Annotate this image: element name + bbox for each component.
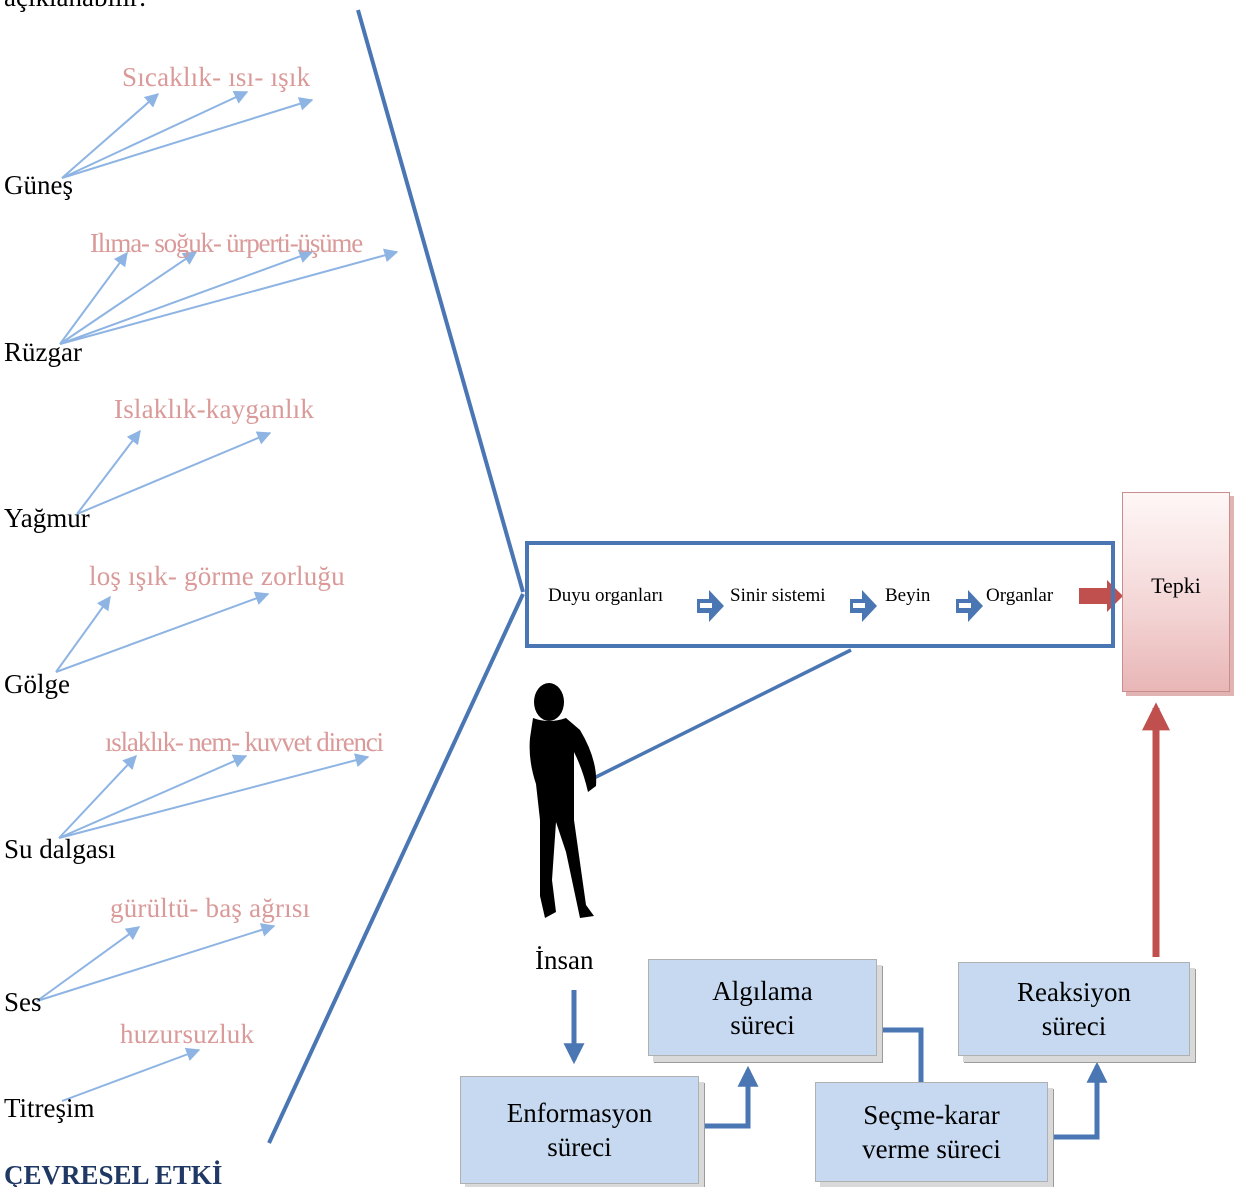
- ruzgar-arrow: [59, 251, 198, 345]
- source-label-golge: Gölge: [4, 669, 70, 699]
- source-label-titresim: Titreşim: [4, 1093, 95, 1123]
- enformasyon-process-box: Enformasyon süreci: [460, 1076, 699, 1184]
- enformasyon-line-2: süreci: [547, 1132, 612, 1162]
- human-label: İnsan: [535, 945, 594, 975]
- ruzgar-arrow: [59, 249, 314, 345]
- source-label-ses: Ses: [4, 987, 42, 1017]
- chain-label-organlar: Organlar: [986, 585, 1054, 606]
- ses-arrow: [36, 926, 141, 1002]
- human-connector-line: [589, 648, 852, 782]
- effect-label-gunes: Sıcaklık- ısı- ışık: [122, 62, 311, 92]
- chain-label-beyin: Beyin: [885, 585, 931, 606]
- algilama-to-secme-arrow: [877, 1027, 932, 1107]
- algilama-line-2: süreci: [730, 1009, 795, 1040]
- ses-arrow: [36, 923, 276, 1002]
- response-label: Tepki: [1151, 573, 1201, 598]
- su-dalgasi-arrow: [58, 753, 370, 839]
- fishbone-lower-spine: [267, 593, 525, 1144]
- gunes-arrow: [61, 90, 249, 179]
- secme-karar-process-box: Seçme-karar verme süreci: [815, 1082, 1048, 1182]
- golge-arrow: [55, 595, 111, 673]
- chain-label-sinir: Sinir sistemi: [730, 585, 826, 606]
- effect-label-golge: loş ışık- görme zorluğu: [89, 561, 345, 591]
- enformasyon-line-1: Enformasyon: [506, 1098, 653, 1128]
- effect-label-ruzgar: Ilıma- soğuk- ürperti-üşüme: [90, 228, 363, 258]
- reaksiyon-process-box: Reaksiyon süreci: [958, 962, 1190, 1056]
- ruzgar-arrow: [59, 248, 399, 345]
- secme-line-1: Seçme-karar: [863, 1100, 1000, 1130]
- sensory-chain-frame: [525, 541, 1115, 648]
- source-label-ruzgar: Rüzgar: [4, 337, 82, 367]
- chain-label-duyu: Duyu organları: [548, 585, 664, 606]
- titresim-arrow: [61, 1047, 201, 1102]
- yagmur-arrow: [76, 431, 272, 515]
- effect-label-su-dalgasi: ıslaklık- nem- kuvvet direnci: [105, 727, 384, 757]
- secme-to-reaksiyon-arrow: [1054, 1061, 1108, 1140]
- fishbone-upper-spine: [356, 9, 525, 593]
- human-silhouette-icon: [529, 683, 597, 918]
- su-dalgasi-arrow: [58, 754, 248, 839]
- intro-cutoff-text: açıklanabilir:: [4, 0, 146, 13]
- golge-arrow: [55, 591, 270, 673]
- gunes-arrow: [61, 93, 160, 179]
- secme-line-2: verme süreci: [862, 1134, 1001, 1164]
- effect-label-yagmur: Islaklık-kayganlık: [114, 394, 315, 424]
- yagmur-arrow: [76, 429, 141, 515]
- source-label-yagmur: Yağmur: [4, 503, 90, 533]
- response-box: Tepki: [1122, 492, 1230, 692]
- su-dalgasi-arrow: [58, 754, 137, 839]
- reaksiyon-line-2: süreci: [1041, 1011, 1107, 1041]
- effect-label-titresim: huzursuzluk: [120, 1019, 255, 1049]
- ruzgar-arrow: [59, 251, 128, 345]
- reaksiyon-line-1: Reaksiyon: [1017, 977, 1131, 1007]
- gunes-arrow: [61, 97, 314, 179]
- effect-label-ses: gürültü- baş ağrısı: [110, 893, 311, 923]
- enformasyon-to-algilama-arrow: [701, 1065, 759, 1129]
- source-label-su-dalgasi: Su dalgası: [4, 834, 116, 864]
- footer-cutoff-heading: ÇEVRESEL ETKİ: [4, 1160, 223, 1187]
- source-label-gunes: Güneş: [4, 170, 73, 200]
- algilama-line-1: Algılama: [712, 975, 813, 1006]
